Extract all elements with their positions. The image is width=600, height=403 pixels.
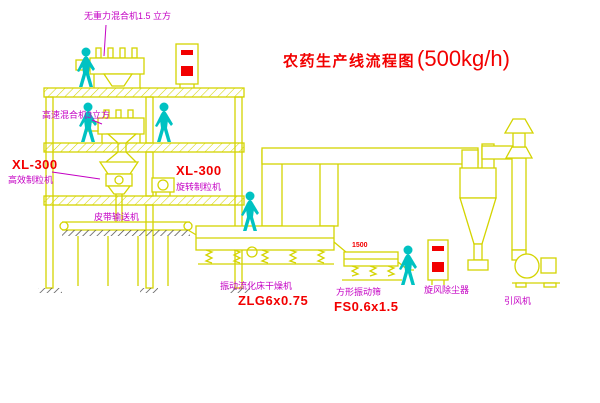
label-granulator-mid-model: XL-300 — [176, 163, 222, 178]
rotary-valve — [467, 259, 489, 271]
label-cyclone: 旋风除尘器 — [424, 285, 470, 295]
control-cabinet-2 — [427, 239, 449, 285]
granulator-left — [98, 161, 140, 222]
footing-hatch — [140, 288, 158, 293]
stack-skirt — [504, 146, 534, 159]
diagram-title: 农药生产线流程图 (500kg/h) — [283, 46, 510, 72]
vibration-motor — [246, 246, 258, 258]
cabinet-panel — [432, 262, 444, 272]
vibrating-screen — [342, 251, 414, 281]
vent-cap — [503, 118, 535, 134]
induced-draft-fan — [511, 249, 560, 288]
label-granulator-left-model: XL-300 — [12, 157, 58, 172]
footing-hatch — [38, 288, 62, 293]
label-dryer-model: ZLG6x0.75 — [238, 293, 309, 308]
label-screen-model: FS0.6x1.5 — [334, 299, 399, 314]
label-gravity-free-mixer: 无重力混合机1.5 立方 — [84, 11, 172, 21]
gravity-free-mixer — [75, 47, 145, 88]
worker-floor2-right — [155, 102, 173, 142]
label-granulator-left-name: 高效制粒机 — [8, 175, 54, 185]
exhaust-ductwork — [261, 147, 479, 227]
worker-top-floor — [77, 47, 95, 87]
fluid-bed-dryer — [187, 225, 347, 265]
cabinet-panel — [181, 66, 193, 76]
label-dimension-1500: 1500 — [352, 242, 368, 249]
label-dryer-name: 振动流化床干燥机 — [220, 281, 293, 291]
footing-hatch — [228, 288, 250, 293]
label-high-speed-mixer: 高速混合机3立方 — [42, 110, 111, 120]
y-chute — [105, 143, 137, 163]
building-structure — [38, 87, 250, 293]
cabinet-logo — [181, 50, 193, 55]
title-chinese: 农药生产线流程图 — [283, 53, 416, 70]
granulator-rotary — [151, 177, 175, 196]
leader-lines — [51, 24, 107, 180]
exhaust-stack — [503, 118, 535, 251]
label-granulator-mid-name: 旋转制粒机 — [176, 182, 222, 192]
worker-floor2-left — [79, 102, 97, 142]
label-fan: 引风机 — [504, 296, 532, 306]
conveyor-shadow-hatch — [62, 230, 190, 236]
worker-ground — [399, 245, 417, 285]
label-belt-conveyor: 皮带输送机 — [94, 212, 140, 222]
title-capacity: (500kg/h) — [417, 46, 510, 71]
control-cabinet-1 — [175, 43, 199, 88]
belt-conveyor — [59, 221, 193, 286]
label-screen-name: 方形振动筛 — [336, 287, 382, 297]
high-speed-mixer — [85, 109, 145, 144]
cyclone-separator — [459, 143, 515, 271]
cabinet-logo — [432, 246, 444, 251]
fan-motor — [540, 257, 557, 274]
